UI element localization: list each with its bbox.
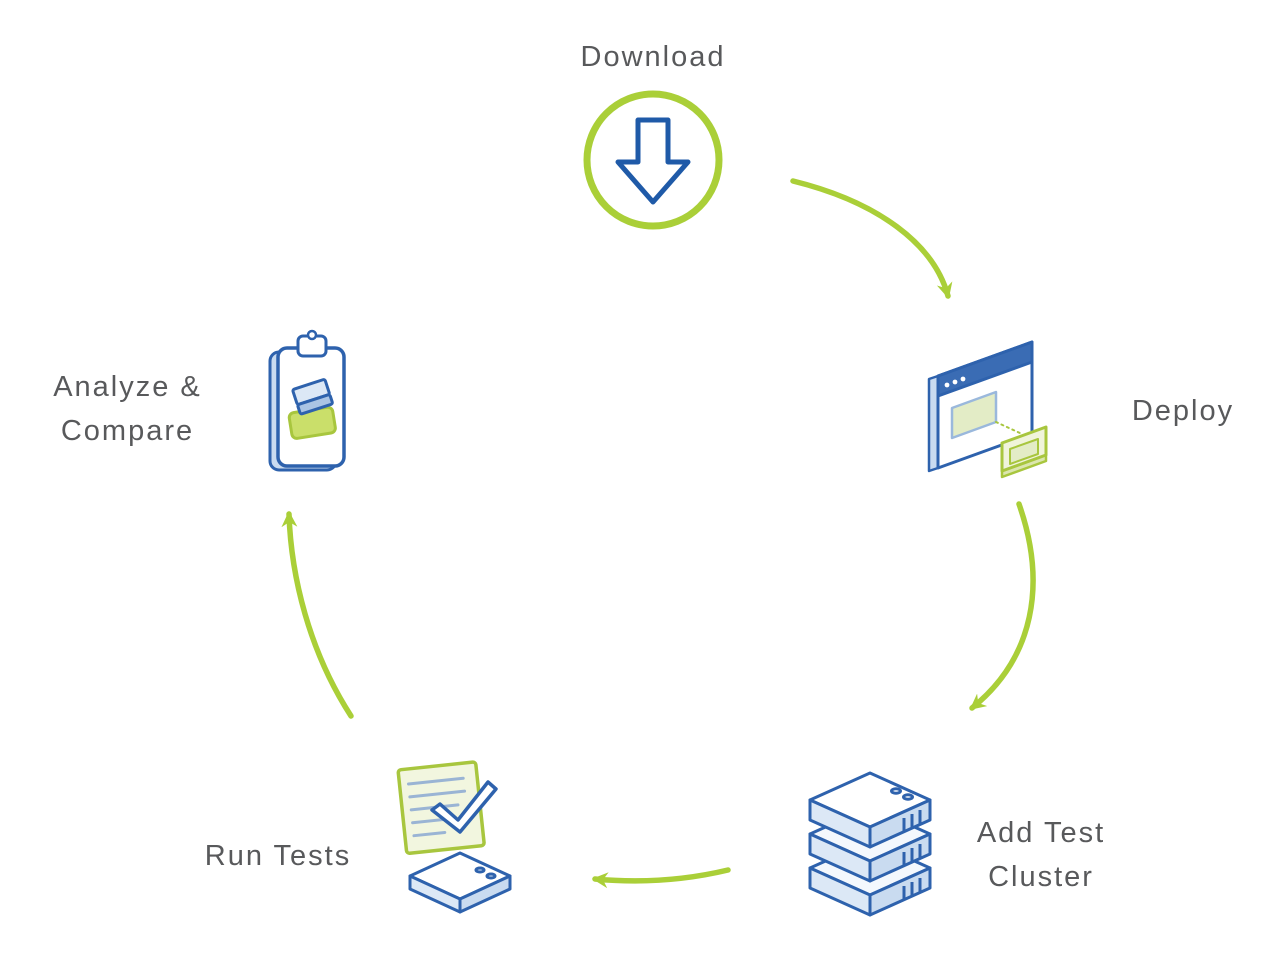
step-label-download: Download [580, 41, 726, 73]
run-tests-icon [396, 760, 512, 914]
download-icon [583, 90, 723, 230]
step-label-deploy: Deploy [1131, 395, 1235, 427]
step-label-analyze-compare: Analyze & Compare [53, 371, 202, 447]
arrow-runtests-to-analyze [281, 511, 354, 719]
add-test-cluster-icon [808, 771, 932, 917]
step-label-add-test-cluster: Add Test Cluster [976, 817, 1106, 893]
analyze-compare-icon [268, 329, 346, 472]
arrow-cluster-to-runtests [592, 867, 731, 889]
arrow-download-to-deploy [790, 178, 953, 299]
arrow-deploy-to-cluster [969, 501, 1036, 711]
step-label-run-tests: Run Tests [204, 840, 352, 872]
flow-arrows [281, 178, 1036, 889]
deploy-icon [927, 340, 1048, 479]
